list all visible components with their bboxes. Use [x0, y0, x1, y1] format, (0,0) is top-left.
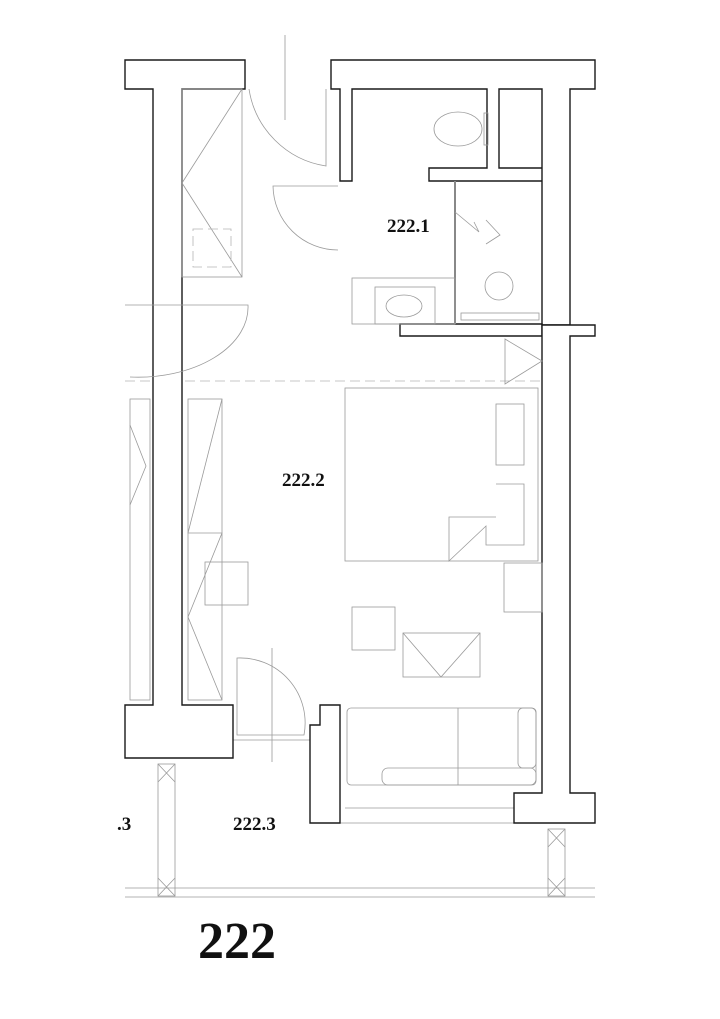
wall-bathroom-bottom — [399, 323, 543, 337]
unit-number: 222 — [198, 913, 276, 970]
room-label-222-3: 222.3 — [233, 814, 276, 835]
wall-top-left — [124, 59, 246, 759]
neighbor-room-label: .3 — [117, 814, 132, 835]
room-label-222-2: 222.2 — [282, 470, 325, 491]
wall-right — [513, 324, 596, 824]
room-label-222-1: 222.1 — [387, 216, 430, 237]
walls — [124, 59, 596, 824]
wall-top-right — [330, 59, 596, 326]
wall-entry-pier — [309, 704, 341, 824]
furniture — [125, 88, 566, 897]
